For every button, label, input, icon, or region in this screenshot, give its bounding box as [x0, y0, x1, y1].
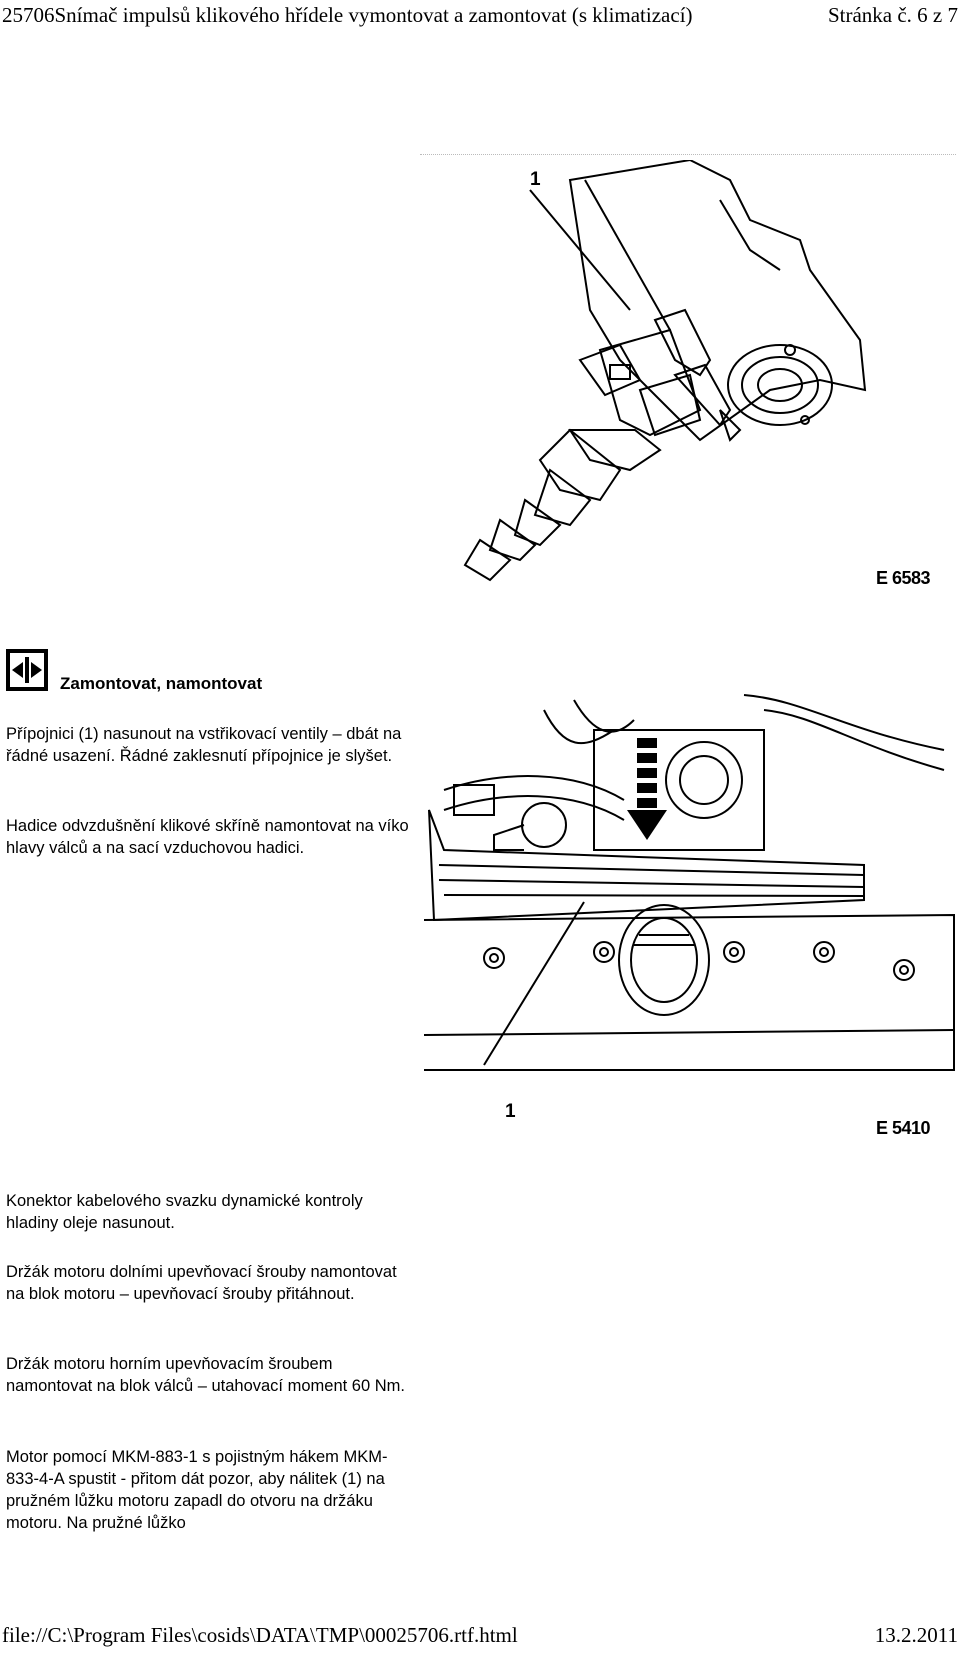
document-title: 25706Snímač impulsů klikového hřídele vy… — [2, 3, 693, 27]
instruction-paragraph: Držák motoru dolními upevňovací šrouby n… — [6, 1263, 397, 1303]
figure1-callout: 1 — [530, 169, 541, 190]
install-arrows-icon — [6, 649, 48, 691]
section-heading: Zamontovat, namontovat — [60, 674, 263, 693]
instruction-paragraph: Konektor kabelového svazku dynamické kon… — [6, 1192, 363, 1232]
page-number: Stránka č. 6 z 7 — [827, 3, 958, 27]
page-header: 25706Snímač impulsů klikového hřídele vy… — [0, 0, 960, 30]
figure1-code: E 6583 — [876, 568, 931, 588]
instruction-paragraph: Motor pomocí MKM-883-1 s pojistným hákem… — [6, 1448, 388, 1532]
figure2-code: E 5410 — [876, 1118, 931, 1138]
print-date: 13.2.2011 — [874, 1623, 958, 1647]
instruction-paragraph: Hadice odvzdušnění klikové skříně namont… — [6, 817, 409, 857]
figure-engine-drawing — [424, 694, 955, 1071]
instruction-paragraph: Přípojnici (1) nasunout na vstřikovací v… — [6, 725, 402, 765]
file-path: file://C:\Program Files\cosids\DATA\TMP\… — [2, 1623, 518, 1647]
instruction-paragraph: Držák motoru horním upevňovacím šroubem … — [6, 1355, 405, 1395]
divider — [420, 154, 956, 155]
page-footer: file://C:\Program Files\cosids\DATA\TMP\… — [0, 1620, 960, 1650]
figure2-callout: 1 — [505, 1101, 516, 1122]
figure-injector-drawing — [463, 160, 867, 582]
